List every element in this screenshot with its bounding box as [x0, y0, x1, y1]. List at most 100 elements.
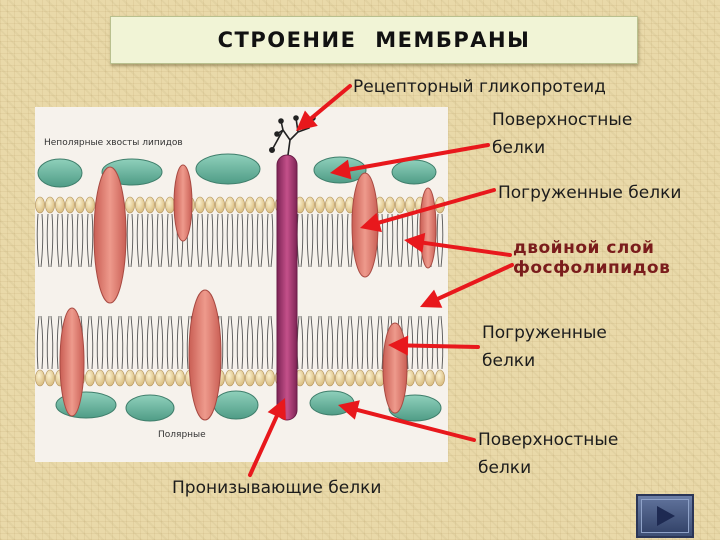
lipid-head: [425, 369, 435, 387]
lipid-tail: [46, 315, 50, 370]
lipid-tail: [340, 213, 344, 268]
arrow-head: [267, 398, 286, 421]
label-receptor-glycoprotein: Рецепторный гликопротеид: [353, 77, 606, 97]
lipid-tail: [416, 315, 420, 370]
lipid-tail: [196, 213, 200, 268]
lipid-tail: [356, 315, 360, 370]
arrow-shaft: [355, 407, 476, 442]
lipid-tail: [346, 315, 350, 370]
lipid-tail: [186, 315, 190, 370]
surface-protein: [391, 159, 437, 185]
lipid-head: [85, 196, 95, 214]
lipid-head: [405, 196, 415, 214]
submerged-protein: [59, 307, 85, 417]
arrow-submerged-bottom: [388, 335, 480, 356]
lipid-head: [145, 196, 155, 214]
lipid-head: [115, 369, 125, 387]
arrow-head: [330, 159, 352, 180]
lipid-tail: [430, 315, 434, 370]
lipid-head: [55, 196, 65, 214]
arrows-group: [248, 84, 514, 477]
label-bilayer-line2: фосфолипидов: [513, 258, 671, 278]
arrow-receptor: [296, 84, 352, 131]
lipid-head: [95, 369, 105, 387]
lipid-head: [155, 196, 165, 214]
lipid-tail: [346, 213, 350, 268]
lipid-head: [265, 369, 275, 387]
lipid-head: [435, 369, 445, 387]
lipid-tail: [130, 315, 134, 370]
arrow-shaft: [436, 263, 514, 301]
lipid-tail: [306, 315, 310, 370]
lipid-tail: [40, 315, 44, 370]
lipid-head: [165, 196, 175, 214]
lipid-tail: [300, 213, 304, 268]
lipid-head: [225, 196, 235, 214]
lipid-tail: [120, 315, 124, 370]
slide-title: СТРОЕНИЕ МЕМБРАНЫ: [217, 28, 531, 52]
lipid-tail: [156, 213, 160, 268]
lipid-tail: [220, 213, 224, 268]
lipid-head: [35, 196, 45, 214]
lipid-tail: [300, 315, 304, 370]
lipid-tail: [200, 213, 204, 268]
lipid-head: [195, 196, 205, 214]
lipid-head: [245, 369, 255, 387]
arrow-head: [338, 400, 360, 420]
lipid-tail: [250, 315, 254, 370]
lipid-tail: [436, 315, 440, 370]
label-bilayer-line1: двойной слой: [513, 238, 655, 258]
lipid-head: [125, 196, 135, 214]
lipid-tail: [436, 213, 440, 268]
lipid-tail: [236, 213, 240, 268]
label-submerged-proteins-top: Погруженные белки: [498, 183, 682, 203]
lipid-tail: [86, 213, 90, 268]
lipid-tail: [410, 315, 414, 370]
label-surface-proteins-top-line1: Поверхностные: [492, 110, 633, 130]
next-slide-button[interactable]: [636, 494, 694, 538]
lipid-tail: [40, 213, 44, 268]
lipid-head: [35, 369, 45, 387]
arrow-shaft: [377, 188, 496, 225]
glycoprotein-sugar-chain: [268, 115, 316, 156]
lipid-tail: [310, 213, 314, 268]
arrow-head: [404, 232, 426, 253]
lipid-tail: [166, 315, 170, 370]
lipid-tail: [90, 315, 94, 370]
lipid-head: [105, 369, 115, 387]
label-submerged-proteins-bottom-line1: Погруженные: [482, 323, 607, 343]
lipid-tail: [226, 315, 230, 370]
lipid-head: [125, 369, 135, 387]
lipid-head: [75, 196, 85, 214]
lipid-tail: [380, 213, 384, 268]
label-surface-proteins-bottom-line2: белки: [478, 458, 532, 478]
lipid-tail: [310, 315, 314, 370]
lipid-head: [265, 196, 275, 214]
lipid-head: [335, 369, 345, 387]
lipid-tail: [70, 213, 74, 268]
lipid-head: [235, 196, 245, 214]
lipid-tail: [136, 213, 140, 268]
arrow-shaft: [421, 240, 512, 257]
lipid-head: [315, 369, 325, 387]
lipid-head: [325, 369, 335, 387]
arrow-head: [296, 110, 318, 131]
lipid-tail: [426, 315, 430, 370]
lipid-tail: [316, 213, 320, 268]
arrow-submerged-top: [360, 188, 496, 233]
protein-layer: [37, 153, 442, 422]
lipid-tail: [400, 213, 404, 268]
lipid-tail: [176, 315, 180, 370]
lipid-tail: [326, 315, 330, 370]
lipid-head: [255, 196, 265, 214]
lipid-tail: [170, 213, 174, 268]
lipid-tail: [236, 315, 240, 370]
lipid-head: [45, 369, 55, 387]
lipid-head: [305, 369, 315, 387]
arrow-bilayer-lower: [420, 263, 514, 308]
lipid-tail: [380, 315, 384, 370]
lipid-head: [245, 196, 255, 214]
submerged-protein: [419, 187, 437, 269]
lipid-tail: [90, 213, 94, 268]
